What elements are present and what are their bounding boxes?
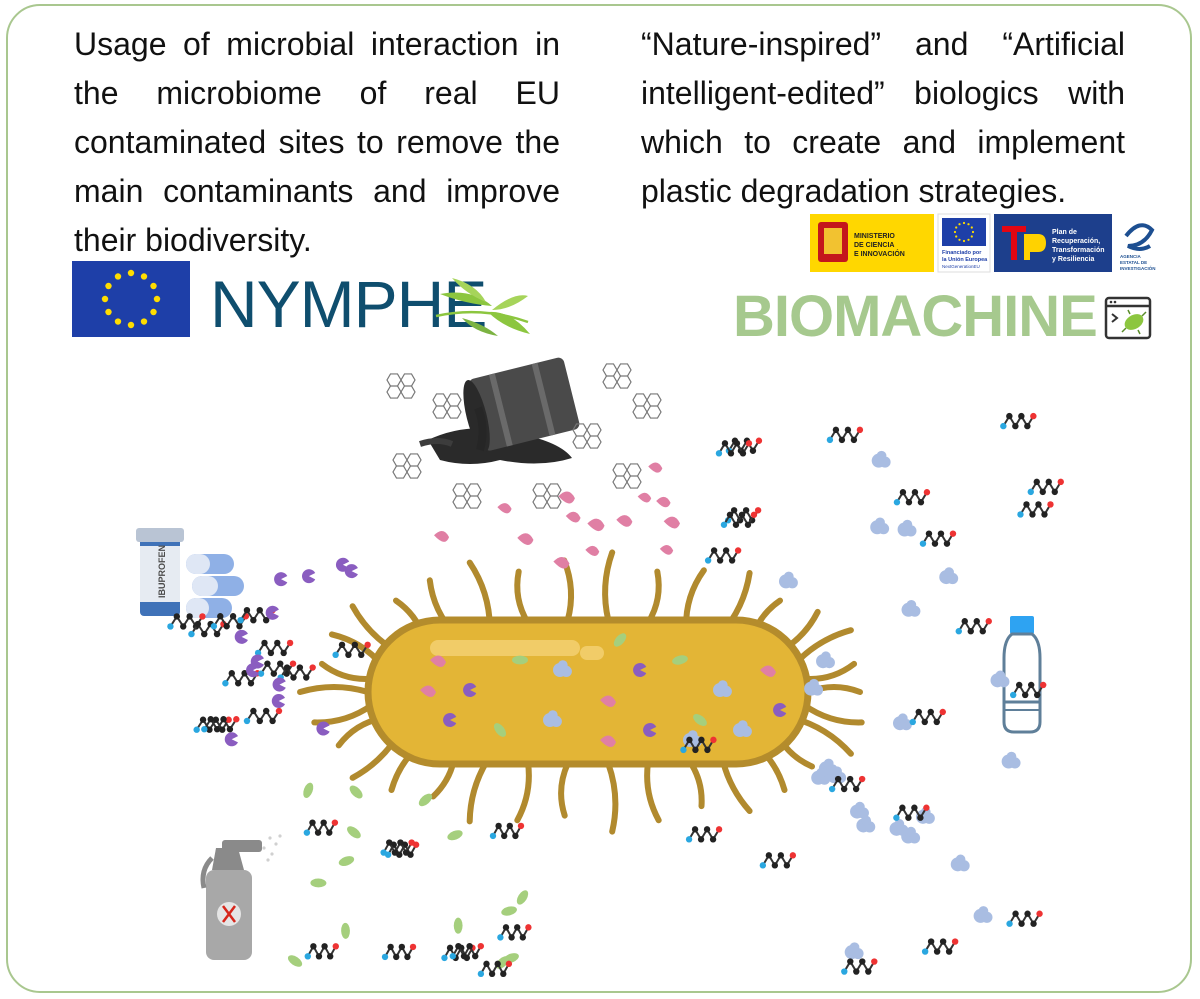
svg-text:E INNOVACIÓN: E INNOVACIÓN [854,249,905,258]
svg-text:ESTATAL DE: ESTATAL DE [1120,260,1147,265]
recovery-plan-logo: Plan de Recuperación, Transformación y R… [994,214,1112,272]
bacterium-cell [297,549,865,835]
pill-bottle-icon: IBUPROFEN [136,528,184,616]
svg-text:IBUPROFEN: IBUPROFEN [157,545,167,598]
eu-funding-logo: Financiado por la Unión Europea NextGene… [937,213,991,273]
bacterium-window-icon [1104,296,1152,340]
ministry-logo: MINISTERIO DE CIENCIA E INNOVACIÓN [810,214,934,272]
funder-logos: MINISTERIO DE CIENCIA E INNOVACIÓN Finan… [810,213,1160,273]
bamboo-leaves-icon [435,278,530,336]
eu-flag-logo [72,261,190,337]
svg-text:AGENCIA: AGENCIA [1120,254,1142,259]
svg-text:Recuperación,: Recuperación, [1052,238,1100,245]
biomachine-description: “Nature-inspired” and “Artificial intell… [641,26,1125,209]
plastic-bottle-icon [1002,616,1042,734]
rounded-frame [6,4,1192,993]
svg-text:Transformación: Transformación [1052,247,1105,254]
pesticide-spray-icon [200,834,282,960]
svg-text:DE CIENCIA: DE CIENCIA [854,242,894,249]
bacterium-scene: IBUPROFEN [136,357,1064,978]
capsules-icon [186,554,244,618]
svg-text:NextGenerationEU: NextGenerationEU [942,264,980,269]
oil-barrel-spill-icon [419,357,580,464]
nymphe-logo-text: NYMPHE [210,267,487,341]
svg-text:la Unión Europea: la Unión Europea [942,257,988,263]
state-research-agency-logo: AGENCIA ESTATAL DE INVESTIGACIÓN [1116,214,1160,272]
svg-text:MINISTERIO: MINISTERIO [854,233,895,240]
biomachine-logo-text: BIOMACHINE [733,284,1098,349]
svg-text:y Resiliencia: y Resiliencia [1052,256,1095,263]
svg-text:INVESTIGACIÓN: INVESTIGACIÓN [1120,264,1156,271]
nymphe-description: Usage of microbial interaction in the mi… [74,26,560,258]
svg-text:Plan de: Plan de [1052,229,1077,236]
pollutant-and-enzyme-particles [167,363,1064,978]
svg-text:Financiado por: Financiado por [942,250,982,256]
